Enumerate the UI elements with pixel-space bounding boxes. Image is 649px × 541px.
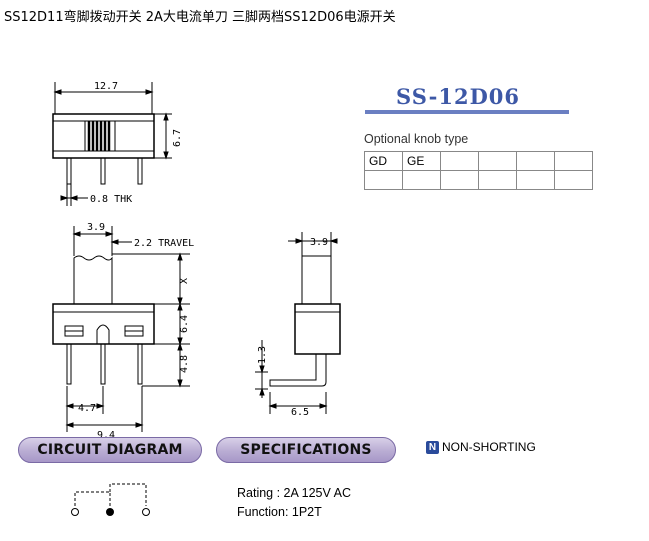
dim-height-label: 6.7 (172, 129, 183, 147)
rating-text: Rating : 2A 125V AC (237, 486, 351, 500)
circuit-symbol (71, 483, 150, 516)
knob-type-label: Optional knob type (364, 132, 469, 146)
knob-type-table: GD GE (364, 151, 593, 190)
knob-cell (554, 151, 593, 171)
non-shorting-label: NON-SHORTING (442, 440, 536, 454)
page-title: SS12D11弯脚拨动开关 2A大电流单刀 三脚两档SS12D06电源开关 (4, 10, 396, 25)
knob-cell (402, 170, 441, 190)
function-text: Function: 1P2T (237, 505, 322, 519)
dim-thk-label: 0.8 THK (90, 194, 132, 205)
dim-pitch-label: 4.7 (78, 403, 96, 414)
front-view (52, 226, 190, 432)
model-number: SS-12D06 (396, 84, 521, 109)
knob-row (364, 170, 593, 190)
knob-cell: GE (402, 151, 441, 171)
dim-knob-width-label: 3.9 (87, 222, 105, 233)
knob-cell (516, 151, 555, 171)
dim-pin-height-label: 4.8 (179, 355, 190, 373)
knob-cell (440, 151, 479, 171)
knob-cell (516, 170, 555, 190)
specifications-heading: SPECIFICATIONS (216, 437, 396, 463)
non-shorting-note: N NON-SHORTING (426, 440, 536, 454)
knob-cell (554, 170, 593, 190)
dim-travel-label: 2.2 TRAVEL (134, 238, 194, 249)
dim-side-width-label: 3.9 (310, 237, 328, 248)
knob-cell (364, 170, 403, 190)
circuit-diagram-heading: CIRCUIT DIAGRAM (18, 437, 202, 463)
model-underline (365, 110, 569, 114)
knob-row: GD GE (364, 151, 593, 171)
knob-cell: GD (364, 151, 403, 171)
knob-cell (478, 151, 517, 171)
knob-cell (478, 170, 517, 190)
dim-width-label: 12.7 (94, 81, 118, 92)
knob-cell (440, 170, 479, 190)
dim-x-label: X (179, 278, 190, 284)
dim-span-label: 9.4 (97, 430, 115, 441)
side-view (255, 232, 341, 414)
dim-bend-length-label: 6.5 (291, 407, 309, 418)
dim-body-height-label: 6.4 (179, 315, 190, 333)
non-shorting-icon: N (426, 440, 439, 454)
dim-bend-height-label: 1.3 (257, 346, 268, 364)
top-view (52, 82, 172, 206)
